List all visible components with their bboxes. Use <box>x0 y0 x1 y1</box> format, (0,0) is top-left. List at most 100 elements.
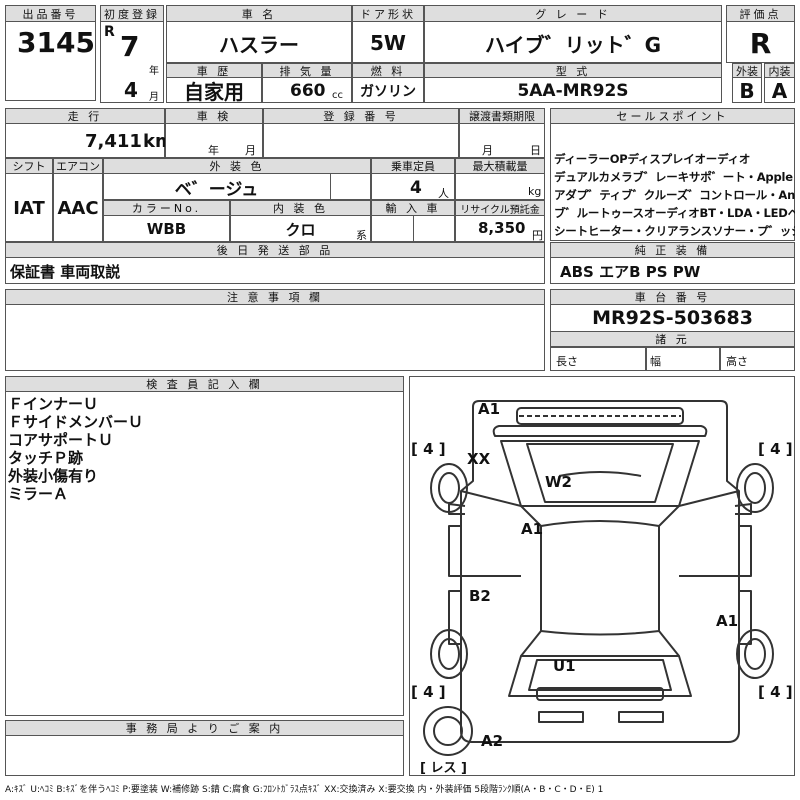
exterior-color-label: 外 装 色 <box>103 158 371 174</box>
aircon-label: エアコン <box>53 158 103 174</box>
shift-label: シフト <box>5 158 53 174</box>
model: 5AA-MR92S <box>517 80 629 101</box>
max-load-label: 最大積載量 <box>455 158 545 174</box>
shift: IAT <box>13 197 45 219</box>
reg-number-label: 登 録 番 号 <box>263 108 459 124</box>
door-type: 5W <box>370 31 406 55</box>
damage-mark: A1 <box>716 612 739 630</box>
interior-color-label: 内 装 色 <box>230 200 371 216</box>
width-cell <box>646 347 720 371</box>
import-label: 輸 入 車 <box>371 200 455 216</box>
history-label: 車 歴 <box>166 63 262 78</box>
equipment-label: 純 正 装 備 <box>550 242 795 258</box>
color-number: WBB <box>146 220 187 238</box>
month-unit: 月 <box>149 92 159 103</box>
inspection-month-unit: 月 <box>245 144 256 157</box>
inspector-line: タッチＰ跡 <box>8 449 84 467</box>
lot-number: 3145 <box>17 25 95 59</box>
inspector-label: 検 査 員 記 入 欄 <box>5 376 404 392</box>
width-label: 幅 <box>650 355 661 368</box>
damage-mark: A2 <box>481 732 504 750</box>
score: R <box>749 26 772 60</box>
fuel-label: 燃 料 <box>352 63 424 78</box>
sales-point-line: ブ゛ルートゥースオーディオBT・LDA・LEDヘッド゛オー <box>554 206 795 220</box>
sales-point-line: シートヒーター・クリアランスソナー・プ゛ッシュスタート <box>554 224 795 238</box>
color-number-label: カラーNo. <box>103 200 230 216</box>
interior-grade-label: 内装 <box>764 63 795 78</box>
chassis-label: 車 台 番 号 <box>550 289 795 305</box>
damage-mark: A1 <box>521 520 544 538</box>
damage-mark: XX <box>467 450 491 468</box>
tire-front-left: [ 4 ] <box>411 440 446 458</box>
inspector-line: コアサポートＵ <box>8 431 114 449</box>
registration-year: 7 <box>120 30 140 63</box>
registration-month: 4 <box>124 78 138 102</box>
dimensions-label: 諸 元 <box>550 331 795 347</box>
era: R <box>104 24 115 40</box>
capacity: 4 <box>410 178 422 198</box>
sales-point-line: ディーラーOPディスプレイオーディオ <box>554 152 751 166</box>
inspector-line: 外装小傷有り <box>8 467 99 485</box>
tire-rear-right: [ 4 ] <box>758 683 793 701</box>
spare-tire: [ レス ] <box>420 761 467 776</box>
sales-points-list: ディーラーOPディスプレイオーディオ デュアルカメラブ゛レーキサポ゛ート・App… <box>550 124 795 241</box>
door-label: ドア形状 <box>352 5 424 22</box>
damage-mark: W2 <box>545 473 572 491</box>
height-cell <box>720 347 795 371</box>
model-label: 型 式 <box>424 63 722 78</box>
later-shipment-label: 後 日 発 送 部 品 <box>5 242 545 258</box>
exterior-color: ベ゛ージュ <box>174 180 259 200</box>
transfer-day-unit: 日 <box>530 144 541 157</box>
damage-mark: B2 <box>469 587 491 605</box>
mileage: 7,411 <box>85 131 142 152</box>
inspection-year-unit: 年 <box>208 144 219 157</box>
displacement: 660 <box>290 81 326 101</box>
exterior-grade: B <box>739 78 755 103</box>
interior-color-unit: 系 <box>356 229 367 242</box>
legend: A:ｷｽﾞ U:ﾍｺﾐ B:ｷｽﾞを伴うﾍｺﾐ P:要塗装 W:補修跡 S:錆 … <box>5 785 604 795</box>
displacement-label: 排 気 量 <box>262 63 352 78</box>
inspector-box <box>5 376 404 716</box>
mileage-label: 走 行 <box>5 108 165 124</box>
history: 自家用 <box>184 80 244 104</box>
yen-unit: 円 <box>532 229 543 242</box>
later-shipment-items: 保証書 車両取説 <box>10 262 121 281</box>
sales-point-line: デュアルカメラブ゛レーキサポ゛ート・Apple CAR P <box>554 170 795 184</box>
transfer-deadline-label: 譲渡書類期限 <box>459 108 545 124</box>
score-label: 評価点 <box>726 5 795 22</box>
length-label: 長さ <box>556 355 578 368</box>
inspector-line: ＦサイドメンバーＵ <box>8 413 144 431</box>
exterior-grade-label: 外装 <box>732 63 762 78</box>
car-name: ハスラー <box>219 32 299 57</box>
interior-color: クロ <box>285 220 316 239</box>
grade: ハイブ゛リット゛G <box>484 32 662 57</box>
capacity-unit: 人 <box>438 187 449 200</box>
sales-point-line: アダプ゛ティブ゛クルーズ゛コントロール・Android <box>554 188 795 202</box>
inspection-label: 車 検 <box>165 108 263 124</box>
import-divider <box>413 216 455 242</box>
cc-unit: cc <box>332 90 343 101</box>
car-name-label: 車 名 <box>166 5 352 22</box>
grade-label: グ レ ー ド <box>424 5 722 22</box>
sales-points-box <box>550 108 795 241</box>
exterior-color-divider <box>330 174 371 200</box>
interior-grade: A <box>771 78 788 103</box>
capacity-label: 乗車定員 <box>371 158 455 174</box>
sales-points-label: セールスポイント <box>550 108 795 124</box>
office-label: 事 務 局 よ り ご 案 内 <box>5 720 404 736</box>
equipment: ABS エアB PS PW <box>560 262 701 281</box>
chassis-number: MR92S-503683 <box>592 307 753 329</box>
recycle-fee: 8,350 <box>478 219 526 237</box>
tire-rear-left: [ 4 ] <box>411 683 446 701</box>
aircon: AAC <box>57 197 99 219</box>
lot-number-label: 出品番号 <box>5 5 96 22</box>
transfer-month-unit: 月 <box>482 144 493 157</box>
inspector-line: ミラーＡ <box>8 485 69 503</box>
kg-unit: kg <box>528 185 542 198</box>
car-diagram <box>423 400 774 756</box>
first-registration-label: 初度登録 <box>100 5 164 22</box>
inspector-line: ＦインナーＵ <box>8 395 99 413</box>
length-cell <box>550 347 646 371</box>
damage-mark: A1 <box>478 400 501 418</box>
fuel: ガソリン <box>360 83 416 100</box>
